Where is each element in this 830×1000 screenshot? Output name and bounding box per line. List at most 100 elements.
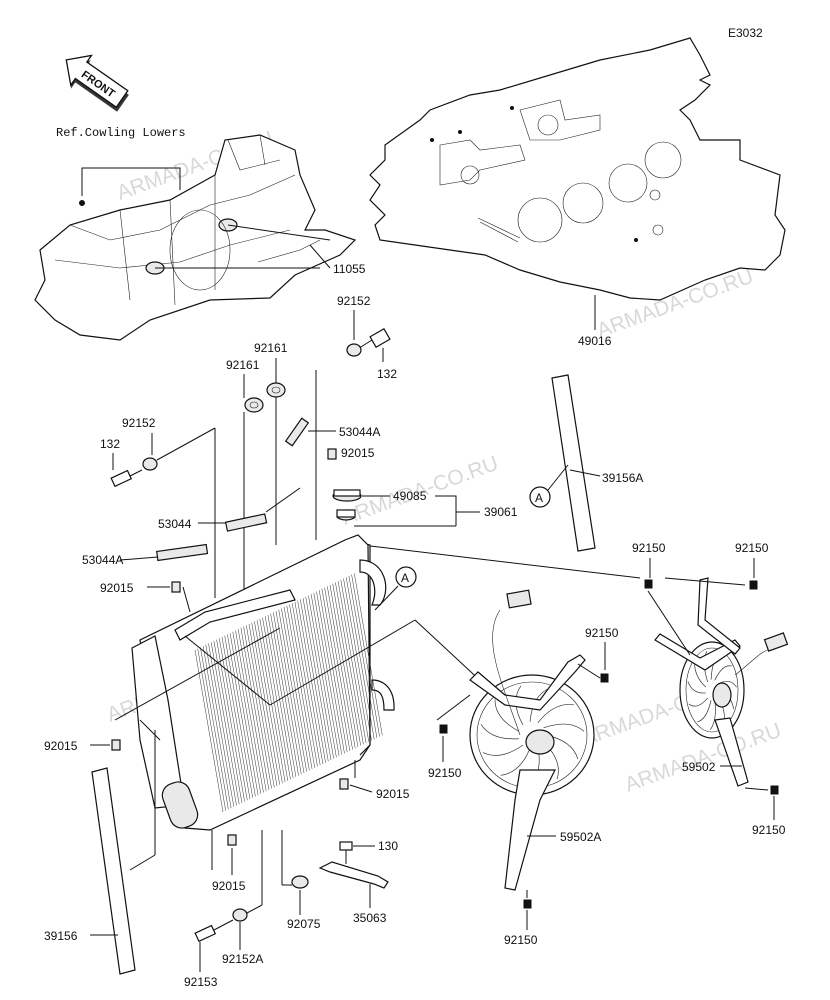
ref-leader: [81, 167, 181, 196]
radiator-fin: [229, 633, 259, 796]
label-59502A: 59502A: [560, 830, 601, 844]
radiator-fin: [318, 590, 348, 753]
radiator-fin: [337, 581, 367, 744]
radiator-fin: [278, 609, 307, 772]
radiator-cap-part: [332, 489, 362, 521]
radiator-part: [131, 534, 395, 831]
radiator-fin: [267, 614, 297, 777]
label-92150-e: 92150: [735, 541, 769, 555]
label-39156: 39156: [44, 929, 78, 943]
label-92161-b: 92161: [254, 341, 288, 355]
radiator-fin: [327, 586, 356, 749]
insulator-sheet-part: [369, 37, 786, 301]
callout-a-strip: A: [535, 491, 543, 505]
label-92152A: 92152A: [222, 952, 263, 966]
bolt-132-top: [346, 327, 391, 357]
radiator-fin: [316, 591, 345, 754]
front-arrow-icon: FRONT: [65, 54, 129, 112]
bracket-35063: [318, 861, 389, 889]
radiator-fin: [219, 638, 248, 801]
radiator-fin: [340, 579, 370, 742]
radiator-fin: [262, 617, 291, 780]
fan-blade: [482, 744, 524, 756]
fan-blade: [687, 681, 706, 694]
radiator-fin: [324, 587, 353, 750]
radiator-fin: [264, 616, 294, 779]
radiator-fin: [246, 625, 275, 788]
label-53044A-left: 53044A: [82, 553, 123, 567]
label-53044: 53044: [158, 517, 192, 531]
fan-blade: [543, 723, 585, 732]
fan-blade: [714, 665, 732, 681]
radiator-fin: [237, 629, 267, 792]
label-92150-f: 92150: [752, 823, 786, 837]
fan-blade: [688, 697, 709, 707]
label-92015-right: 92015: [376, 787, 410, 801]
seal-strip-39156: [91, 767, 136, 975]
radiator-fin: [200, 647, 229, 810]
radiator-fin: [270, 613, 299, 776]
radiator-fin: [308, 595, 337, 758]
label-39061: 39061: [484, 505, 518, 519]
radiator-fin: [302, 597, 332, 761]
radiator-fin: [248, 623, 278, 787]
radiator-fin: [227, 634, 256, 797]
radiator-fin: [235, 630, 264, 793]
label-92015-left: 92015: [100, 581, 134, 595]
fan-assembly-59502: [654, 577, 789, 787]
label-92150-d: 92150: [632, 541, 666, 555]
radiator-fin: [197, 648, 226, 811]
label-92161-a: 92161: [226, 358, 260, 372]
radiator-fins: [194, 573, 383, 813]
label-130: 130: [378, 839, 398, 853]
label-92150-c: 92150: [504, 933, 538, 947]
radiator-fin: [332, 583, 361, 746]
label-92015-bot: 92015: [212, 879, 246, 893]
label-92152-top: 92152: [337, 294, 371, 308]
fan-blade: [480, 724, 519, 740]
radiator-fin: [310, 594, 340, 757]
fan-blade: [697, 700, 712, 723]
label-92150-a: 92150: [428, 766, 462, 780]
label-92153: 92153: [184, 975, 218, 989]
radiator-fin: [300, 599, 329, 762]
fan-assembly-59502A: [469, 589, 595, 891]
callout-a-radiator: A: [401, 571, 409, 585]
radiator-fin: [210, 642, 240, 805]
label-11055: 11055: [333, 262, 366, 276]
radiator-fin: [329, 584, 359, 748]
radiator-fin: [232, 631, 262, 794]
diagram-code: E3032: [728, 26, 763, 40]
radiator-fin: [254, 621, 283, 784]
inner-cover-part: [34, 134, 357, 341]
radiator-fin: [216, 639, 245, 802]
radiator-fin: [321, 588, 351, 751]
radiator-fin: [354, 573, 383, 736]
radiator-fin: [343, 578, 372, 741]
label-132-top: 132: [377, 367, 397, 381]
label-92015-top: 92015: [341, 446, 375, 460]
radiator-fin: [305, 596, 334, 759]
radiator-fin: [259, 618, 289, 781]
radiator-fin: [348, 575, 378, 738]
label-35063: 35063: [353, 911, 387, 925]
radiator-fin: [351, 574, 380, 737]
radiator-fin: [202, 646, 232, 809]
radiator-fin: [294, 601, 324, 764]
radiator-fin: [221, 636, 251, 800]
radiator-fin: [208, 643, 237, 806]
ref-cowling-label: Ref.Cowling Lowers: [56, 126, 186, 140]
label-49016: 49016: [578, 334, 612, 348]
radiator-fin: [213, 640, 243, 803]
radiator-fin: [345, 577, 375, 740]
fan-blade: [494, 699, 519, 732]
radiator-fin: [224, 635, 253, 798]
radiator-fin: [281, 608, 310, 771]
radiator-fin: [205, 644, 235, 807]
label-92015-mid: 92015: [44, 739, 78, 753]
label-92152-left: 92152: [122, 416, 156, 430]
label-39156A: 39156A: [602, 471, 643, 485]
radiator-fin: [251, 622, 280, 785]
seal-strip-39156A: [551, 374, 596, 552]
